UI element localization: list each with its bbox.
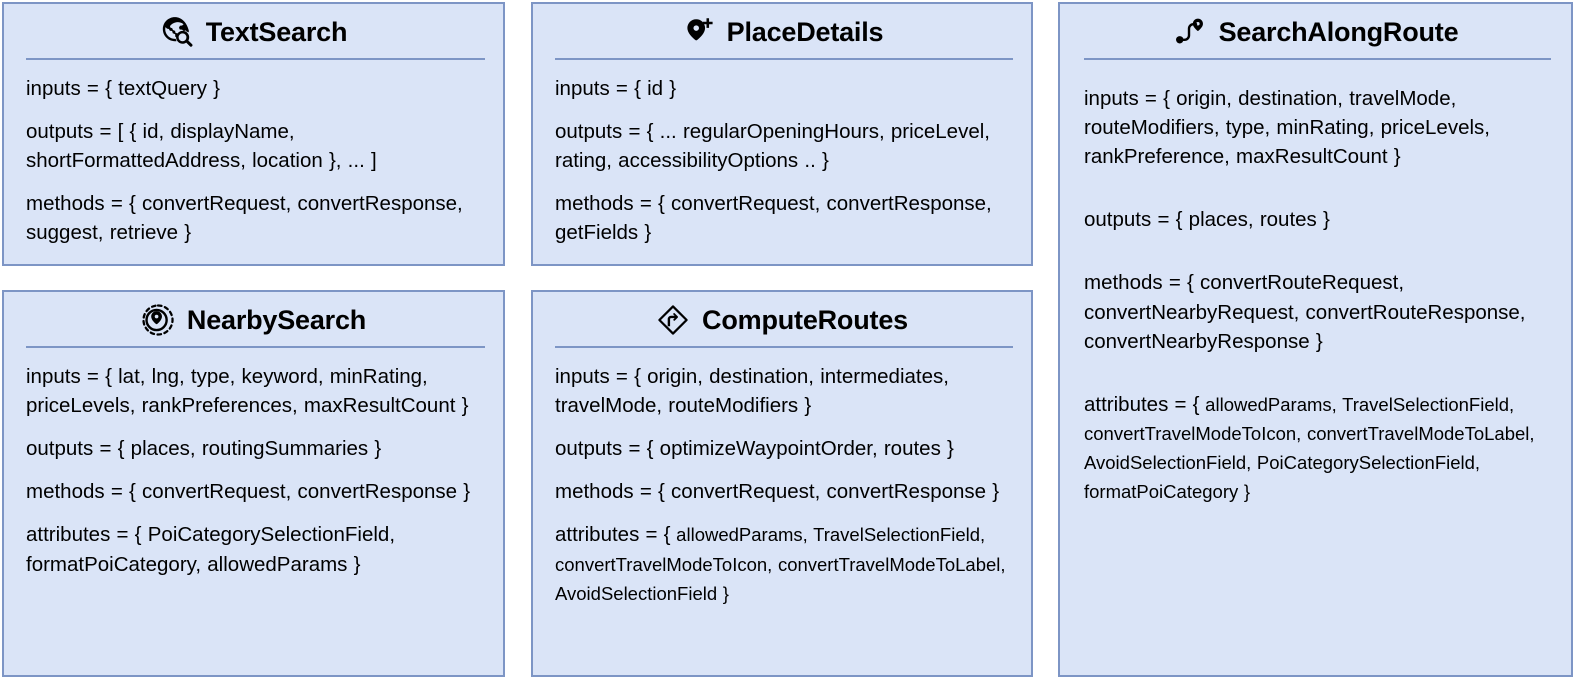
radar-pin-icon	[141, 303, 175, 337]
entry-label: inputs = {	[555, 365, 641, 388]
entry-label: inputs = {	[26, 365, 112, 388]
card-compute-routes[interactable]: ComputeRoutes inputs = { origin, destina…	[531, 290, 1033, 677]
card-title: SearchAlongRoute	[1218, 16, 1459, 47]
entry-label: inputs = {	[555, 77, 641, 100]
entry-label: outputs = {	[555, 120, 654, 144]
entry-outputs: outputs = { optimizeWaypointOrder, route…	[555, 434, 1015, 463]
entry-outputs: outputs = { places, routingSummaries }	[26, 434, 487, 463]
card-header: ComputeRoutes	[533, 292, 1031, 346]
header-divider	[555, 58, 1013, 60]
entry-value: { id, displayName, shortFormattedAddress…	[26, 120, 377, 173]
entry-attributes: attributes = { allowedParams, TravelSele…	[1084, 390, 1553, 506]
card-title: NearbySearch	[186, 304, 367, 335]
map-pin-plus-icon	[681, 15, 715, 49]
entry-label: outputs = {	[26, 437, 125, 461]
card-body: inputs = { id } outputs = { ... regularO…	[533, 60, 1031, 248]
entry-label: attributes = {	[1084, 392, 1200, 416]
entry-value: places, routes }	[1182, 208, 1330, 232]
entry-label: attributes = {	[26, 523, 142, 547]
entry-methods: methods = { convertRequest, convertRespo…	[26, 477, 487, 506]
card-title: ComputeRoutes	[702, 304, 908, 335]
globe-search-icon	[160, 15, 194, 49]
entry-label: methods = {	[555, 192, 665, 216]
entry-methods: methods = { convertRequest, convertRespo…	[26, 189, 487, 247]
header-divider	[26, 58, 485, 60]
route-pin-icon	[1173, 15, 1207, 49]
entry-outputs: outputs = [ { id, displayName, shortForm…	[26, 117, 487, 175]
card-header: TextSearch	[4, 4, 503, 58]
card-title: TextSearch	[205, 16, 348, 47]
entry-value: allowedParams, TravelSelectionField, con…	[1084, 393, 1535, 503]
entry-value: ... regularOpeningHours, priceLevel, rat…	[555, 120, 990, 173]
header-divider	[26, 346, 485, 348]
entry-label: outputs = {	[1084, 208, 1183, 232]
card-search-along-route[interactable]: SearchAlongRoute inputs = { origin, dest…	[1058, 2, 1573, 677]
entry-attributes: attributes = { PoiCategorySelectionField…	[26, 520, 487, 578]
card-body: inputs = { origin, destination, travelMo…	[1060, 60, 1571, 506]
header-divider	[1084, 58, 1551, 60]
entry-value: lat, lng, type, keyword, minRating, pric…	[26, 365, 469, 418]
entry-label: methods = {	[1084, 271, 1194, 295]
entry-value: textQuery }	[111, 77, 221, 100]
card-header: NearbySearch	[4, 292, 503, 346]
entry-value: id }	[640, 77, 677, 100]
entry-value: optimizeWaypointOrder, routes }	[653, 437, 954, 461]
entry-inputs: inputs = { origin, destination, intermed…	[555, 362, 1015, 420]
card-body: inputs = { origin, destination, intermed…	[533, 348, 1031, 608]
entry-label: outputs = [	[26, 120, 124, 144]
card-text-search[interactable]: TextSearch inputs = { textQuery } output…	[2, 2, 505, 266]
entry-value: places, routingSummaries }	[124, 437, 382, 461]
card-body: inputs = { lat, lng, type, keyword, minR…	[4, 348, 503, 579]
entry-value: convertRequest, convertResponse, suggest…	[26, 192, 463, 245]
entry-value: PoiCategorySelectionField, formatPoiCate…	[26, 523, 396, 576]
card-place-details[interactable]: PlaceDetails inputs = { id } outputs = {…	[531, 2, 1033, 266]
entry-value: convertRequest, convertResponse, getFiel…	[555, 192, 992, 245]
entry-label: attributes = {	[555, 523, 671, 547]
entry-inputs: inputs = { origin, destination, travelMo…	[1084, 84, 1553, 171]
entry-attributes: attributes = { allowedParams, TravelSele…	[555, 520, 1015, 607]
entry-label: inputs = {	[26, 77, 112, 100]
card-header: PlaceDetails	[533, 4, 1031, 58]
entry-value: convertRequest, convertResponse }	[664, 480, 1000, 504]
entry-label: methods = {	[26, 480, 136, 504]
entry-value: convertRequest, convertResponse }	[135, 480, 471, 504]
entry-methods: methods = { convertRequest, convertRespo…	[555, 189, 1015, 247]
entry-outputs: outputs = { places, routes }	[1084, 205, 1553, 234]
turn-right-diamond-icon	[656, 303, 690, 337]
entry-value: origin, destination, intermediates, trav…	[555, 365, 949, 418]
entry-label: inputs = {	[1084, 87, 1170, 110]
entry-inputs: inputs = { lat, lng, type, keyword, minR…	[26, 362, 487, 420]
entry-methods: methods = { convertRouteRequest, convert…	[1084, 268, 1553, 355]
entry-outputs: outputs = { ... regularOpeningHours, pri…	[555, 117, 1015, 175]
card-title: PlaceDetails	[726, 16, 884, 47]
entry-value: origin, destination, travelMode, routeMo…	[1084, 87, 1490, 169]
card-header: SearchAlongRoute	[1060, 4, 1571, 58]
entry-value: allowedParams, TravelSelectionField, con…	[555, 524, 1006, 604]
entry-label: methods = {	[555, 480, 665, 504]
entry-inputs: inputs = { textQuery }	[26, 74, 487, 103]
entry-label: outputs = {	[555, 437, 654, 461]
header-divider	[555, 346, 1013, 348]
card-nearby-search[interactable]: NearbySearch inputs = { lat, lng, type, …	[2, 290, 505, 677]
entry-methods: methods = { convertRequest, convertRespo…	[555, 477, 1015, 506]
entry-inputs: inputs = { id }	[555, 74, 1015, 103]
card-body: inputs = { textQuery } outputs = [ { id,…	[4, 60, 503, 248]
entry-label: methods = {	[26, 192, 136, 216]
entry-value: convertRouteRequest, convertNearbyReques…	[1084, 271, 1526, 353]
